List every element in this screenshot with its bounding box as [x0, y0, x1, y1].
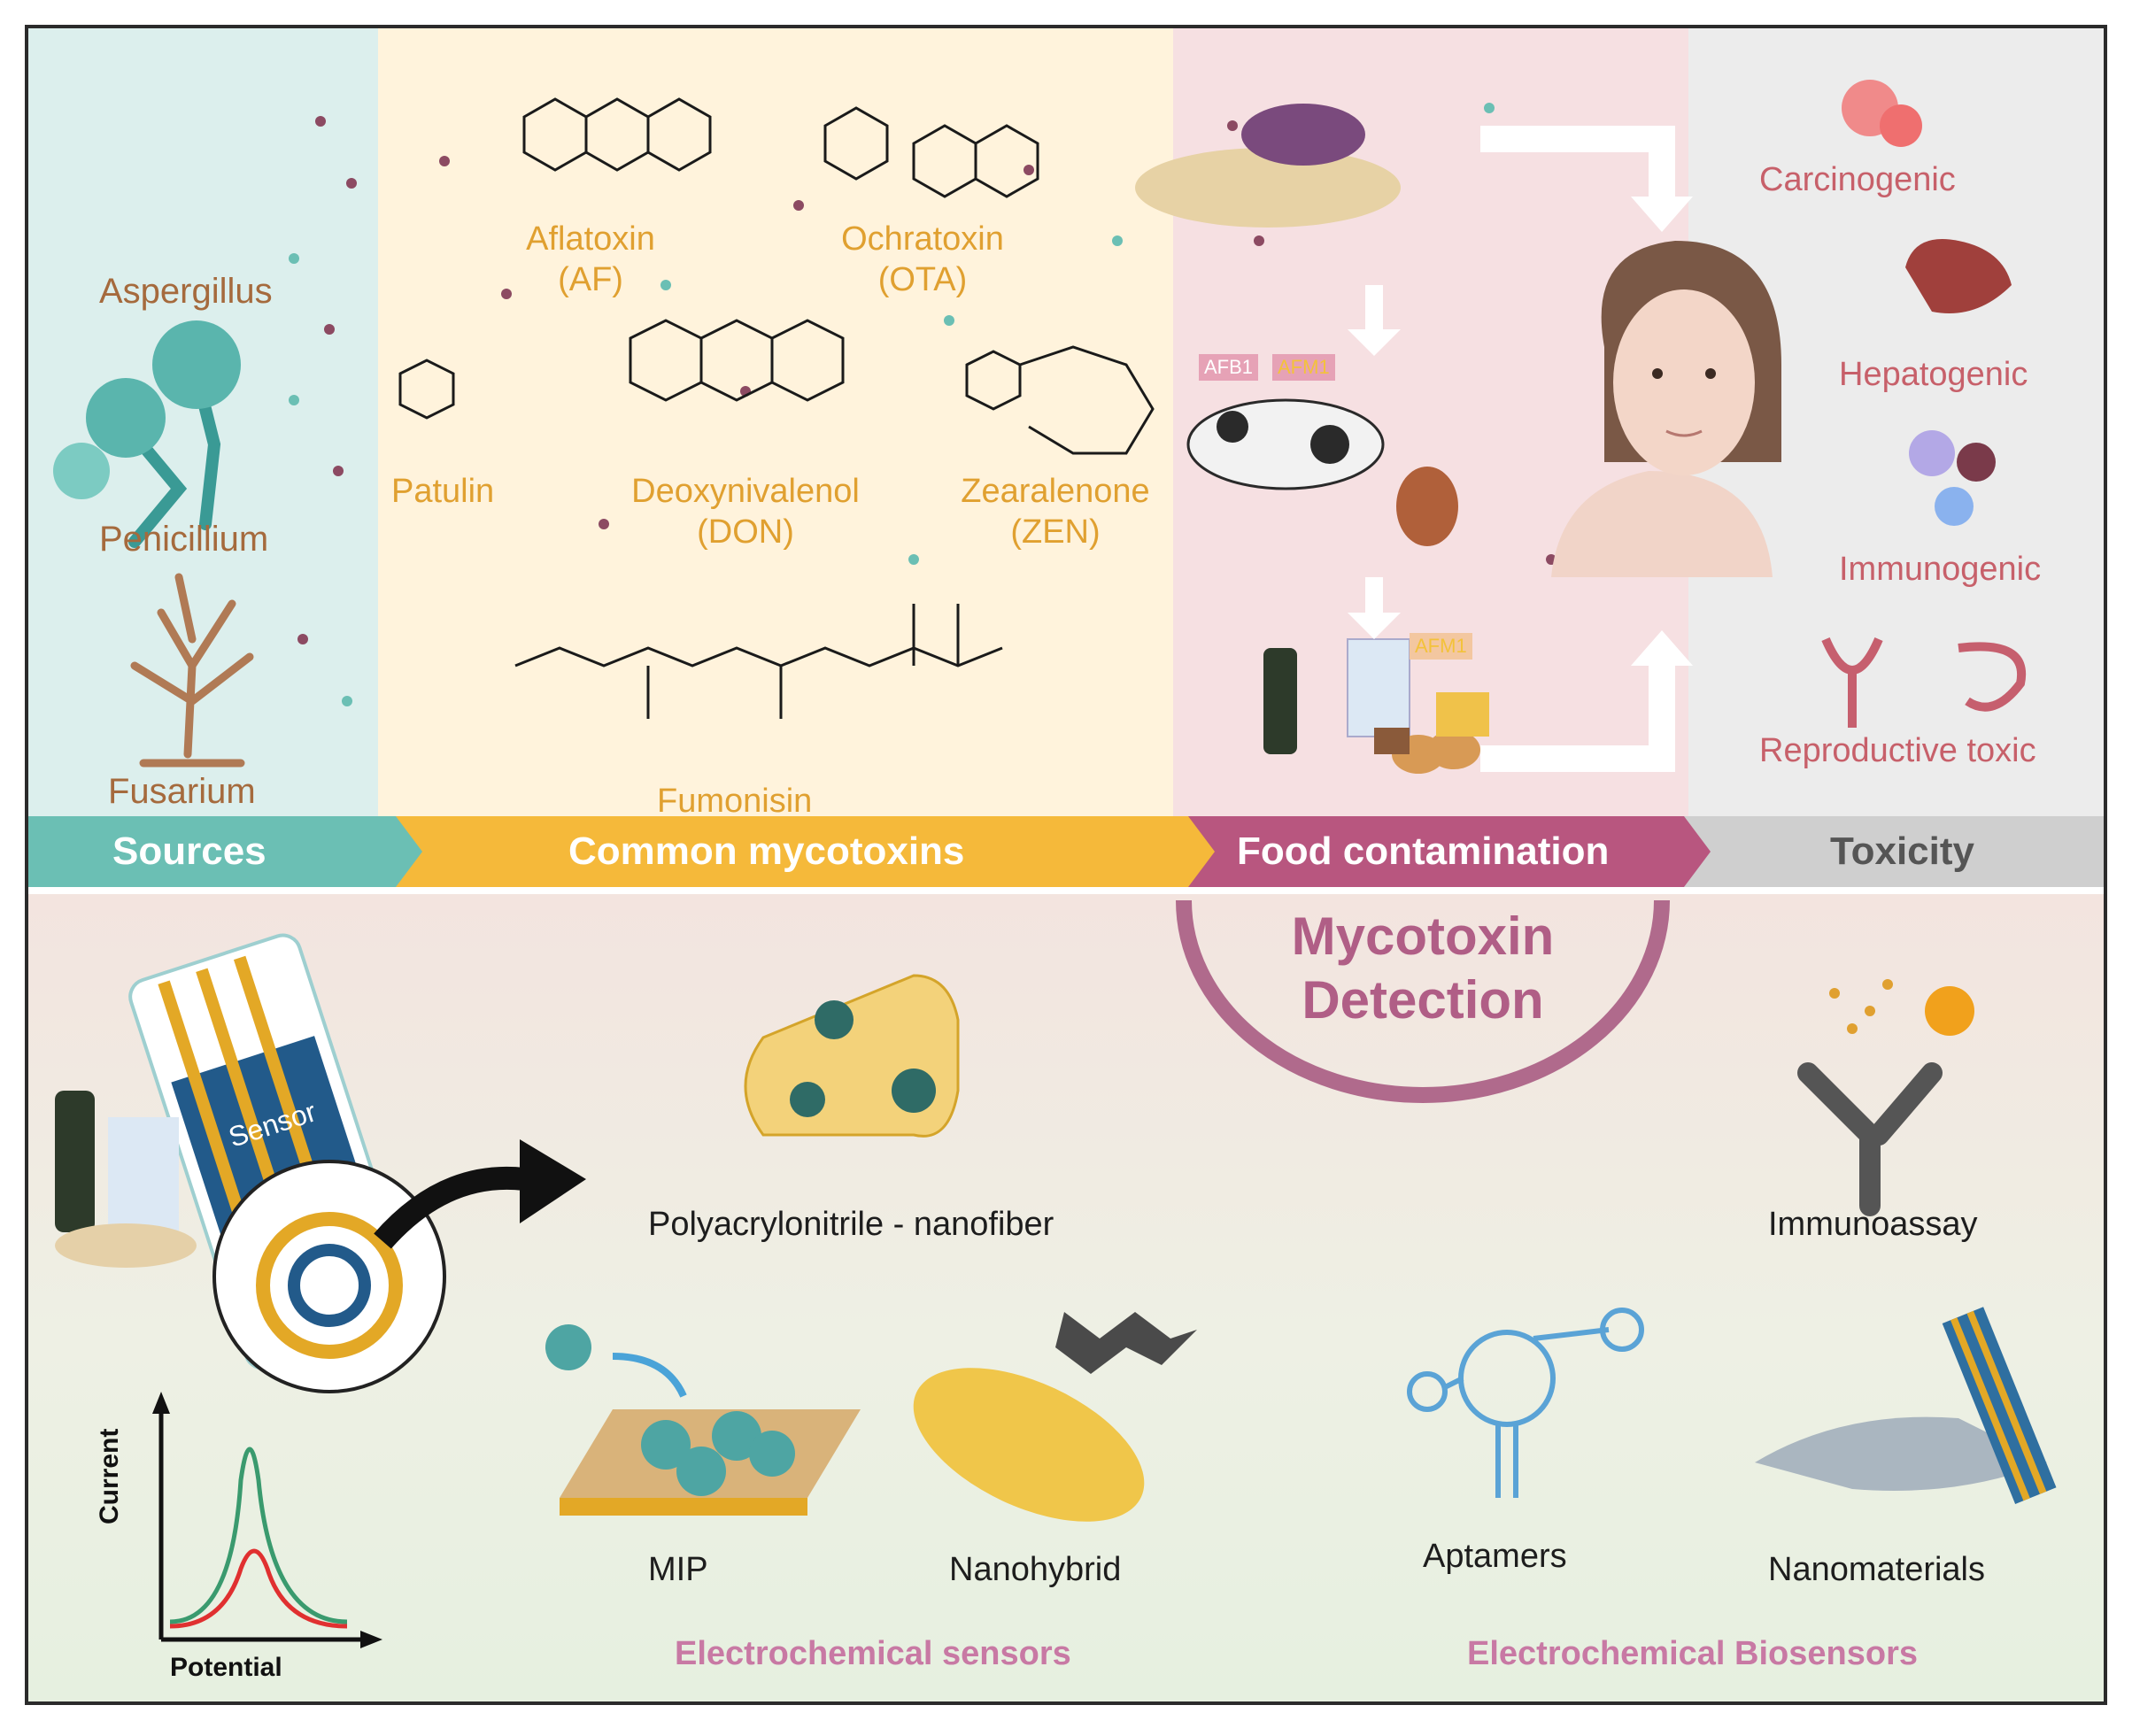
label-immunoassay: Immunoassay [1768, 1206, 1978, 1243]
plot-curve-high [169, 1447, 348, 1624]
plot-ylabel: Current [95, 1428, 124, 1524]
label-fumonisin: Fumonisin [657, 783, 813, 820]
zearalenone-abbr: (ZEN) [1010, 513, 1101, 551]
label-aspergillus: Aspergillus [99, 272, 273, 311]
detection-title-line1: Mycotoxin [1291, 907, 1555, 966]
mycotoxin-structures [398, 97, 1155, 719]
aspergillus-penicillium-illustration [53, 320, 241, 548]
section-food-contamination: Food contamination [1237, 829, 1610, 873]
human-figure-illustration [1551, 241, 1781, 577]
mip-illustration [545, 1324, 861, 1516]
fusarium-illustration [130, 573, 254, 768]
section-sources: Sources [112, 829, 266, 873]
label-patulin: Patulin [391, 473, 495, 510]
label-reproductive-toxic: Reproductive toxic [1759, 732, 2036, 769]
category-electrochemical-biosensors: Electrochemical Biosensors [1467, 1635, 1918, 1672]
label-fusarium: Fusarium [108, 772, 256, 811]
label-afm1-dairy: AFM1 [1410, 633, 1472, 660]
zearalenone-name: Zearalenone [961, 473, 1150, 510]
sources-panel [28, 28, 378, 838]
label-hepatogenic: Hepatogenic [1839, 356, 2028, 393]
label-immunogenic: Immunogenic [1839, 551, 2042, 588]
deoxynivalenol-name: Deoxynivalenol [631, 473, 860, 510]
deoxynivalenol-abbr: (DON) [697, 513, 794, 551]
aptamer-illustration [1407, 1308, 1644, 1498]
plot-curve-low [169, 1548, 348, 1629]
category-electrochemical-sensors: Electrochemical sensors [675, 1635, 1071, 1672]
ochratoxin-name: Ochratoxin [841, 220, 1004, 258]
antibody-illustration [1797, 979, 1974, 1216]
section-mycotoxins: Common mycotoxins [568, 829, 965, 873]
label-aflatoxin: Aflatoxin (AF) [493, 219, 688, 300]
aflatoxin-abbr: (AF) [558, 261, 623, 298]
aflatoxin-name: Aflatoxin [526, 220, 655, 258]
figure-graphics [28, 80, 2104, 1648]
section-toxicity: Toxicity [1830, 829, 1975, 873]
label-mip: MIP [648, 1551, 708, 1588]
voltammogram-plot [152, 1392, 382, 1648]
label-deoxynivalenol: Deoxynivalenol (DON) [613, 471, 878, 552]
detection-title: Mycotoxin Detection [1246, 905, 1600, 1032]
label-aptamers: Aptamers [1423, 1538, 1567, 1575]
nanofiber-illustration [744, 974, 960, 1138]
detection-arc [1176, 899, 1670, 1103]
spore-dots [289, 103, 1672, 706]
section-arrow-bar [28, 816, 2104, 887]
food-contamination-illustration [1135, 104, 1489, 774]
nanomaterials-illustration [1755, 1307, 2057, 1504]
label-ochratoxin: Ochratoxin (OTA) [807, 219, 1038, 300]
toxicity-icons [1821, 80, 2027, 728]
label-zearalenone: Zearalenone (ZEN) [940, 471, 1170, 552]
label-pan-nanofiber: Polyacrylonitrile - nanofiber [648, 1206, 1054, 1243]
label-carcinogenic: Carcinogenic [1759, 161, 1956, 198]
ochratoxin-abbr: (OTA) [877, 261, 968, 298]
nanohybrid-illustration [913, 1312, 1197, 1522]
label-penicillium: Penicillium [99, 520, 269, 559]
label-afm1: AFM1 [1272, 354, 1335, 381]
label-nanohybrid: Nanohybrid [949, 1551, 1122, 1588]
figure-frame: Aspergillus Penicillium Fusarium Aflatox… [25, 25, 2107, 1705]
sensor-strip-illustration [55, 933, 586, 1393]
flow-arrows [1348, 126, 1693, 772]
label-afb1: AFB1 [1199, 354, 1259, 381]
detection-title-line2: Detection [1302, 970, 1544, 1030]
plot-xlabel: Potential [170, 1653, 282, 1682]
label-nanomaterials: Nanomaterials [1768, 1551, 1985, 1588]
